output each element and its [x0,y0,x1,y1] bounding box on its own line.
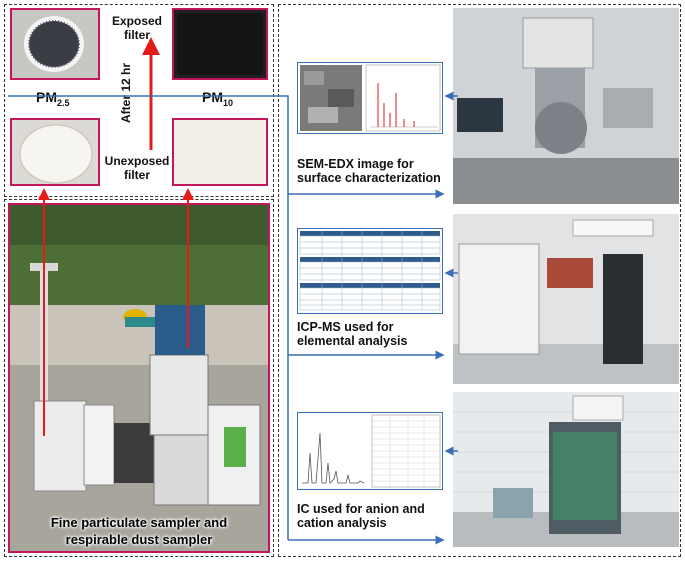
after-12hr-label: After 12 hr [119,62,133,124]
pm25-label: PM2.5 [36,90,70,110]
pm10-exposed-filter-photo [172,8,268,80]
sem-instrument-scene [453,8,679,204]
icpms-table-grid [299,231,441,311]
sampler-scene [10,205,268,551]
icpms-instrument-scene [453,214,679,384]
pm25-exposed-filter-photo [10,8,100,80]
pm10-label-sub: 10 [223,97,234,108]
sampler-caption: Fine particulate sampler and respirable … [50,515,228,547]
sem-edx-label: SEM-EDX image for surface characterizati… [297,157,441,185]
exposed-filter-texture [175,11,265,77]
pm25-label-sub: 2.5 [57,97,70,108]
ic-instrument-photo [453,392,679,547]
pm10-label-main: PM [202,89,223,105]
sampler-photo [8,203,270,553]
sem-edx-graph [300,64,441,132]
pm25-label-main: PM [36,89,57,105]
icpms-instrument-photo [453,214,679,384]
icpms-table-image [297,228,443,314]
unexposed-filter-label: Unexposed filter [104,154,170,182]
ic-label: IC used for anion and cation analysis [297,502,425,530]
unexposed-filter-disc-icon [19,124,93,184]
sem-edx-image [297,62,443,134]
ic-instrument-scene [453,392,679,547]
sem-instrument-photo [453,8,679,204]
exposed-filter-disc-icon [24,16,84,72]
icpms-label: ICP-MS used for elemental analysis [297,320,408,348]
pm25-unexposed-filter-photo [10,118,100,186]
ic-chromatogram-image [297,412,443,490]
ic-chromatogram-graph [302,414,441,488]
pm10-unexposed-filter-photo [172,118,268,186]
pm10-label: PM10 [202,90,233,110]
exposed-filter-label: Exposed filter [111,14,162,42]
